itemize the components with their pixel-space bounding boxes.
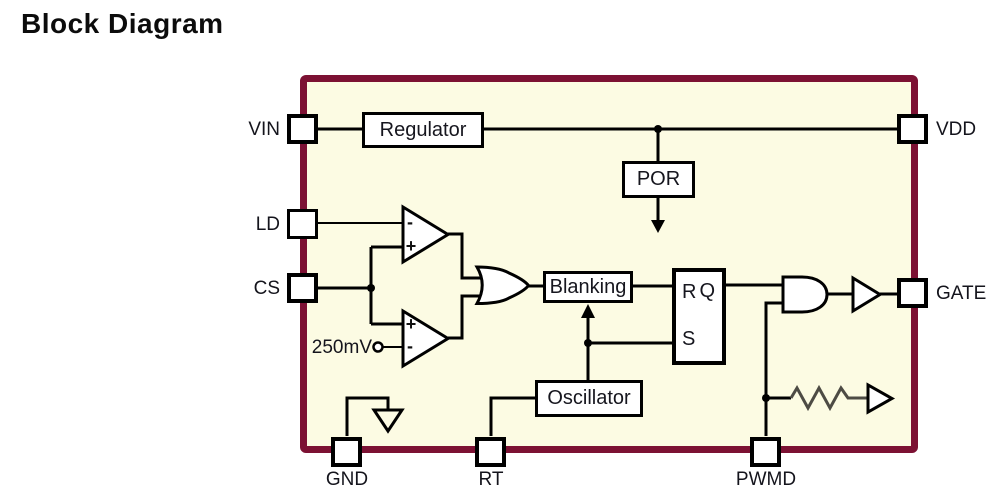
pin-vdd: [897, 114, 928, 144]
por-block: POR: [622, 161, 695, 198]
por-label: POR: [636, 168, 681, 190]
ref-voltage-label: 250mV: [311, 337, 372, 358]
pin-pwmd: [750, 437, 781, 467]
ff-q-label: Q: [699, 280, 715, 302]
comparator-top-minus-label: -: [407, 212, 413, 232]
comparator-bottom-plus-label: +: [405, 314, 417, 334]
comparator-bottom-icon: [401, 308, 451, 369]
pin-ld-label: LD: [255, 214, 280, 235]
junction-dot: [654, 125, 662, 133]
resistor-icon: [789, 384, 868, 412]
pin-vin-label: VIN: [248, 119, 280, 140]
pin-rt: [475, 437, 506, 467]
comparator-top-icon: [401, 204, 451, 265]
junction-dot: [584, 339, 592, 347]
oscillator-label: Oscillator: [547, 387, 631, 409]
ff-s-label: S: [682, 328, 696, 350]
driver-buffer-icon: [851, 275, 883, 314]
ground-symbol-icon: [371, 408, 405, 434]
ff-r-label: R: [682, 281, 697, 303]
regulator-block: Regulator: [362, 112, 484, 148]
por-arrowhead-icon: [651, 220, 665, 233]
comparator-top-plus-label: +: [405, 236, 417, 256]
wire-pwmd-and: [764, 301, 783, 436]
wire-rt-oscillator: [489, 396, 535, 436]
wire-cs-branch: [369, 245, 403, 326]
and-gate-icon: [781, 275, 829, 314]
junction-dot: [367, 284, 375, 292]
blanking-label: Blanking: [549, 275, 627, 298]
pin-gate: [897, 278, 928, 308]
pin-cs: [287, 273, 318, 303]
ref-voltage-source-icon: [372, 341, 384, 353]
pin-gnd-label: GND: [325, 469, 369, 490]
pin-gnd: [331, 437, 362, 467]
pin-pwmd-label: PWMD: [735, 469, 797, 490]
pin-ld: [287, 209, 318, 239]
oscillator-block: Oscillator: [535, 380, 643, 417]
regulator-label: Regulator: [379, 118, 467, 141]
wire-comparator-bottom-or: [448, 294, 486, 340]
wire-comparator-top-or: [448, 232, 486, 280]
page-title: Block Diagram: [21, 8, 224, 39]
pin-vin: [287, 114, 318, 144]
pwmd-buffer-icon: [866, 382, 896, 415]
pin-rt-label: RT: [478, 469, 504, 490]
comparator-bottom-minus-label: -: [407, 336, 413, 356]
rs-flip-flop-block: R Q S: [672, 268, 726, 365]
blanking-block: Blanking: [543, 271, 633, 303]
wire-gnd-symbol: [345, 396, 390, 436]
pin-cs-label: CS: [253, 278, 280, 299]
pin-vdd-label: VDD: [936, 119, 977, 140]
pin-gate-label: GATE: [936, 283, 987, 304]
oscillator-arrowhead-icon: [581, 304, 595, 318]
junction-dot: [762, 394, 770, 402]
or-gate-icon: [474, 265, 531, 306]
